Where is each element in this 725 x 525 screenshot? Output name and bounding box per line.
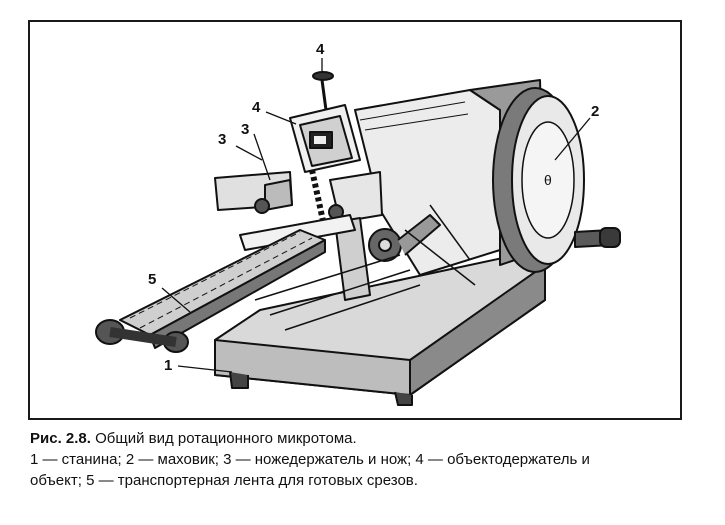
callout-2: 2 [591, 103, 599, 120]
callout-1: 1 [164, 357, 172, 374]
figure-number: Рис. 2.8. [30, 430, 91, 447]
svg-text:θ: θ [544, 172, 552, 188]
flywheel: θ [492, 87, 621, 273]
callout-4-top: 4 [316, 41, 325, 58]
figure-caption: Рис. 2.8. Общий вид ротационного микрото… [30, 428, 690, 491]
callout-3-left: 3 [218, 131, 226, 148]
callout-3-right: 3 [241, 121, 249, 138]
caption-legend-line-2: объект; 5 — транспортерная лента для гот… [30, 472, 418, 489]
callout-5: 5 [148, 271, 156, 288]
knife-holder [214, 171, 383, 301]
stand-base [214, 249, 546, 406]
gear-mechanism [368, 204, 476, 286]
figure-title: Общий вид ротационного микротома. [95, 430, 357, 447]
caption-title-line: Рис. 2.8. Общий вид ротационного микрото… [30, 428, 690, 449]
conveyor-belt [95, 229, 421, 353]
leader-lines [161, 58, 591, 373]
callout-4-mid: 4 [252, 99, 261, 116]
caption-legend-line-1: 1 — станина; 2 — маховик; 3 — ножедержат… [30, 451, 590, 468]
